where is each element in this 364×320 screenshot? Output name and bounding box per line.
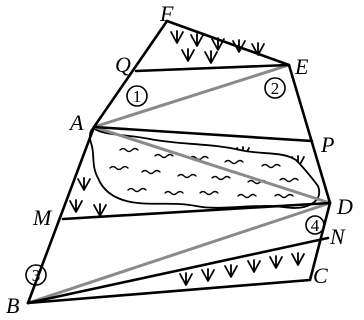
marsh-symbol xyxy=(170,30,184,44)
segment-BN xyxy=(26,236,330,305)
label-F: F xyxy=(159,1,174,26)
segment-MD xyxy=(61,201,332,221)
region-marker-3: 3 xyxy=(32,266,41,285)
water-wave xyxy=(127,187,147,193)
marsh-symbol xyxy=(247,259,261,273)
label-E: E xyxy=(294,54,309,79)
marsh-symbol xyxy=(69,199,83,213)
water-wave xyxy=(141,169,161,175)
region-marker-3-circle xyxy=(25,264,47,286)
marsh-symbol xyxy=(269,255,283,269)
marsh-symbol xyxy=(201,268,215,282)
marsh-symbol xyxy=(224,264,238,278)
segment-AD xyxy=(92,125,332,205)
marsh-symbol xyxy=(181,48,195,62)
marsh-symbol xyxy=(291,252,305,266)
label-B: B xyxy=(6,293,19,318)
water-wave xyxy=(164,190,184,196)
label-A: A xyxy=(68,110,84,135)
label-C: C xyxy=(313,263,328,288)
water-wave xyxy=(211,175,231,181)
label-P: P xyxy=(320,132,334,157)
water-wave xyxy=(261,163,281,169)
segment-QE xyxy=(134,63,291,73)
water-wave xyxy=(237,193,257,199)
label-M: M xyxy=(32,205,53,230)
marsh-symbol xyxy=(204,50,218,64)
segment-AP xyxy=(92,125,314,143)
region-marker-1-circle xyxy=(126,85,148,107)
segment-AE xyxy=(92,63,291,129)
region-marker-4-circle xyxy=(305,215,325,235)
label-D: D xyxy=(336,194,353,219)
water-wave xyxy=(109,165,129,171)
lake-region xyxy=(89,127,321,209)
water-wave xyxy=(177,173,197,179)
water-wave xyxy=(224,159,244,165)
water-wave xyxy=(279,177,299,183)
water-wave xyxy=(274,193,294,199)
marsh-symbol xyxy=(77,177,91,191)
label-Q: Q xyxy=(115,52,131,77)
lake-water-waves xyxy=(109,147,299,199)
region-marker-2: 2 xyxy=(271,79,280,98)
region-marker-1: 1 xyxy=(133,87,142,106)
water-wave xyxy=(199,190,219,196)
label-N: N xyxy=(329,224,346,249)
water-wave xyxy=(154,153,174,159)
water-wave xyxy=(119,147,139,153)
marsh-symbol xyxy=(93,203,107,217)
marsh-symbol xyxy=(179,272,193,286)
region-marker-2-circle xyxy=(264,77,286,99)
segment-BD xyxy=(26,201,332,305)
region-marker-4: 4 xyxy=(311,216,320,235)
marsh-symbol xyxy=(190,33,204,47)
